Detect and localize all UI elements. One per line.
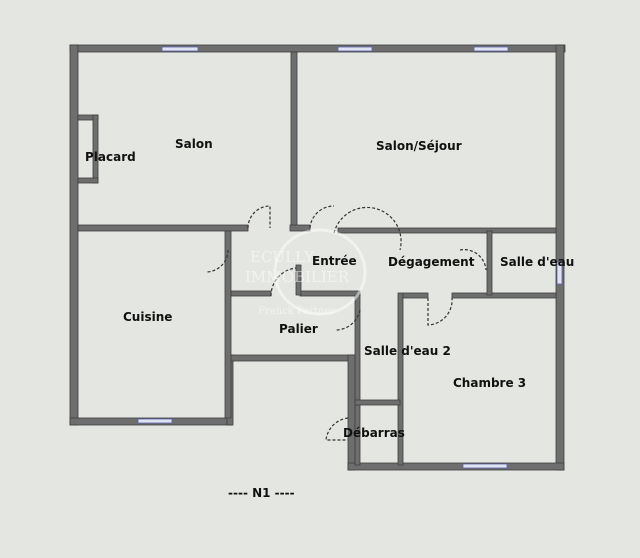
label-cuisine: Cuisine [123,310,172,324]
label-degagement: Dégagement [388,255,475,269]
label-salle-deau: Salle d'eau [500,255,574,269]
svg-text:IMMOBILIER: IMMOBILIER [245,268,350,286]
windows [137,46,563,469]
watermark: ECULLY IMMOBILIER Franck Partner [245,228,367,317]
label-placard: Placard [85,150,136,164]
label-palier: Palier [279,322,318,336]
label-debarras: Débarras [343,426,405,440]
doors [205,205,487,441]
label-salon-sejour: Salon/Séjour [376,139,462,153]
label-salle-deau-2: Salle d'eau 2 [364,344,451,358]
svg-text:Franck Partner: Franck Partner [258,306,335,317]
room-labels: Salon Placard Salon/Séjour Entrée Dégage… [85,137,574,500]
label-chambre-3: Chambre 3 [453,376,526,390]
label-entree: Entrée [312,254,357,268]
level-label: ---- N1 ---- [228,486,295,500]
label-salon: Salon [175,137,213,151]
svg-text:ECULLY: ECULLY [250,248,315,266]
